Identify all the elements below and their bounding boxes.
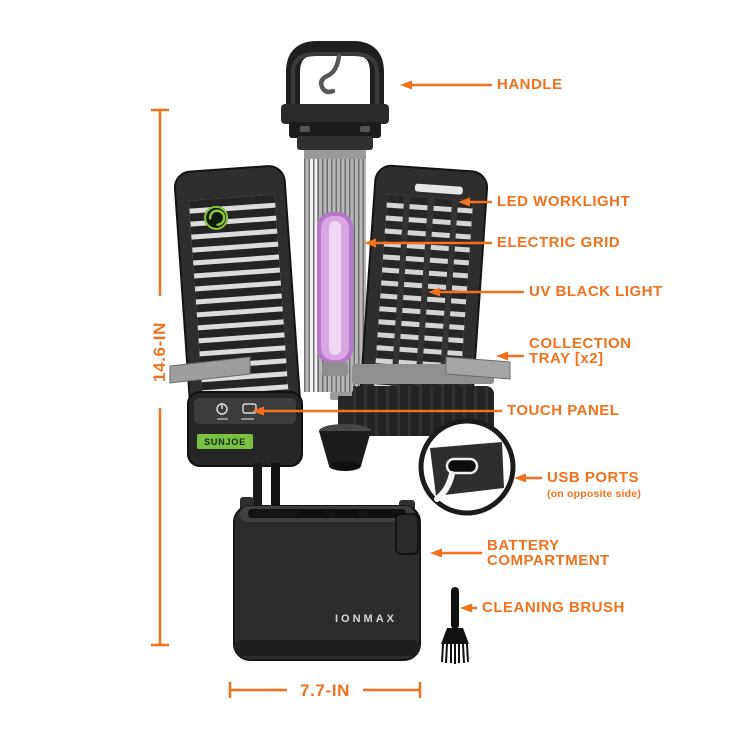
usb-cable-graphic — [434, 471, 455, 502]
battery-box-graphic: IONMAX — [233, 497, 421, 661]
callout-electric-grid: ELECTRIC GRID — [497, 234, 621, 251]
collection-tray-left-graphic — [169, 356, 251, 384]
cleaning-brush-graphic — [441, 587, 469, 664]
callout-handle: HANDLE — [497, 76, 563, 93]
prong-right — [271, 463, 280, 522]
width-dimension-line — [228, 682, 422, 698]
electric-grid-arrow — [364, 238, 492, 248]
collection-tray-right-graphic — [445, 356, 511, 380]
usb-magnifier-graphic — [418, 418, 516, 516]
usb-port-icon — [445, 457, 479, 475]
led-worklight-arrow — [458, 197, 492, 207]
height-dimension-line — [151, 108, 169, 647]
funnel-graphic — [319, 424, 371, 471]
width-dimension-text: 7.7-IN — [300, 681, 350, 700]
callout-usb-ports: USB PORTS (on opposite side) — [547, 469, 642, 500]
prong-left — [253, 463, 262, 518]
callout-cleaning-brush: CLEANING BRUSH — [482, 599, 625, 616]
usb-ports-note: (on opposite side) — [547, 488, 642, 500]
cleaning-brush-arrow — [460, 603, 477, 613]
usb-ports-arrow — [514, 473, 542, 483]
uv-black-light-arrow — [428, 287, 524, 297]
led-worklight-strip — [414, 183, 463, 195]
brand-badge-text: SUNJOE — [204, 437, 246, 447]
callout-uv-black-light: UV BLACK LIGHT — [529, 283, 663, 300]
handle-arrow — [400, 80, 492, 90]
touch-panel-arrow — [252, 406, 502, 416]
brand-badge-icon — [204, 205, 229, 230]
ionmax-logo-text: IONMAX — [335, 613, 397, 625]
led-mode-icon — [242, 403, 257, 414]
callout-led-worklight: LED WORKLIGHT — [497, 193, 631, 210]
collection-tray-arrow — [496, 351, 524, 361]
handle-graphic — [286, 41, 384, 115]
touch-panel-graphic: SUNJOE — [187, 391, 303, 467]
battery-arrow — [430, 548, 482, 558]
hook-icon — [318, 53, 342, 95]
callout-collection-tray: COLLECTION TRAY [x2] — [529, 335, 632, 367]
height-dimension-text: 14.6-IN — [150, 322, 169, 382]
top-cap-graphic — [281, 104, 389, 150]
callout-battery-compartment: BATTERY COMPARTMENT — [487, 537, 610, 569]
brand-label: SUNJOE — [197, 434, 253, 449]
callout-touch-panel: TOUCH PANEL — [507, 402, 620, 419]
